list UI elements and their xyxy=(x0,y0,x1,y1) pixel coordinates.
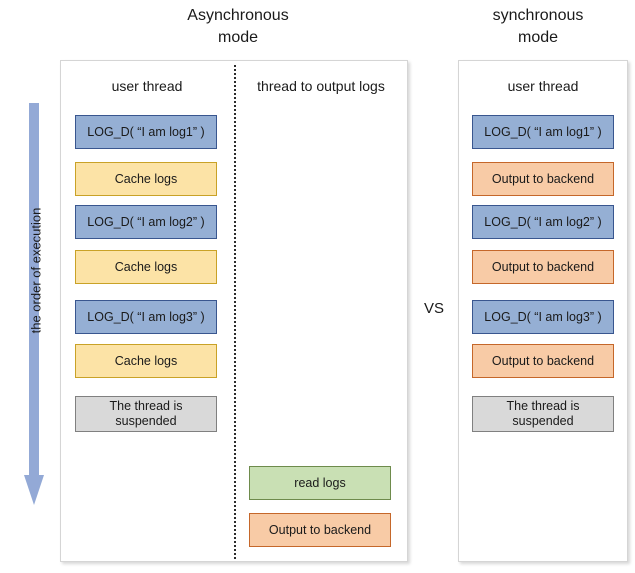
sync-user-thread-step-label: Output to backend xyxy=(491,353,595,368)
sync-user-thread-step-label: LOG_D( “I am log1” ) xyxy=(484,124,602,139)
down-arrow-icon xyxy=(24,103,44,505)
sync-user-thread-step-5: Output to backend xyxy=(472,344,614,378)
sync-user-thread-step-label: Output to backend xyxy=(491,171,595,186)
sync-user-thread-step-4: LOG_D( “I am log3” ) xyxy=(472,300,614,334)
async-user-thread-step-label: The thread is suspended xyxy=(109,399,183,428)
sync-user-thread-step-6: The thread is suspended xyxy=(472,396,614,432)
sync-user-thread-step-label: LOG_D( “I am log3” ) xyxy=(484,309,602,324)
async-user-thread-step-label: Cache logs xyxy=(114,171,178,186)
async-user-thread-step-label: LOG_D( “I am log2” ) xyxy=(87,214,205,229)
sync-user-thread-step-2: LOG_D( “I am log2” ) xyxy=(472,205,614,239)
async-user-thread-step-6: The thread is suspended xyxy=(75,396,217,432)
sync-user-thread-step-label: Output to backend xyxy=(491,259,595,274)
async-user-thread-step-0: LOG_D( “I am log1” ) xyxy=(75,115,217,149)
synchronous-mode-title: synchronous mode xyxy=(492,7,584,46)
async-user-thread-step-1: Cache logs xyxy=(75,162,217,196)
asynchronous-mode-title: Asynchronous mode xyxy=(187,7,289,46)
async-output-thread-heading: thread to output logs xyxy=(257,78,385,94)
vs-label: VS xyxy=(423,300,444,317)
sync-user-thread-step-label: The thread is suspended xyxy=(506,399,580,428)
async-user-thread-step-3: Cache logs xyxy=(75,250,217,284)
thread-divider xyxy=(234,65,236,559)
async-output-thread-step-1: Output to backend xyxy=(249,513,391,547)
async-user-thread-step-label: Cache logs xyxy=(114,353,178,368)
async-user-thread-step-2: LOG_D( “I am log2” ) xyxy=(75,205,217,239)
execution-order-label: the order of execution xyxy=(28,207,44,334)
async-user-thread-step-label: LOG_D( “I am log1” ) xyxy=(87,124,205,139)
async-output-thread-step-label: read logs xyxy=(294,475,346,490)
async-output-thread-step-0: read logs xyxy=(249,466,391,500)
sync-user-thread-step-label: LOG_D( “I am log2” ) xyxy=(484,214,602,229)
sync-user-thread-step-3: Output to backend xyxy=(472,250,614,284)
sync-user-thread-step-0: LOG_D( “I am log1” ) xyxy=(472,115,614,149)
async-user-thread-step-label: Cache logs xyxy=(114,259,178,274)
async-output-thread-step-label: Output to backend xyxy=(268,522,372,537)
sync-user-thread-heading: user thread xyxy=(507,78,579,94)
async-user-thread-step-5: Cache logs xyxy=(75,344,217,378)
async-user-thread-step-label: LOG_D( “I am log3” ) xyxy=(87,309,205,324)
sync-user-thread-step-1: Output to backend xyxy=(472,162,614,196)
async-user-thread-step-4: LOG_D( “I am log3” ) xyxy=(75,300,217,334)
async-user-thread-heading: user thread xyxy=(111,78,183,94)
execution-order-arrow: the order of execution xyxy=(23,103,45,505)
